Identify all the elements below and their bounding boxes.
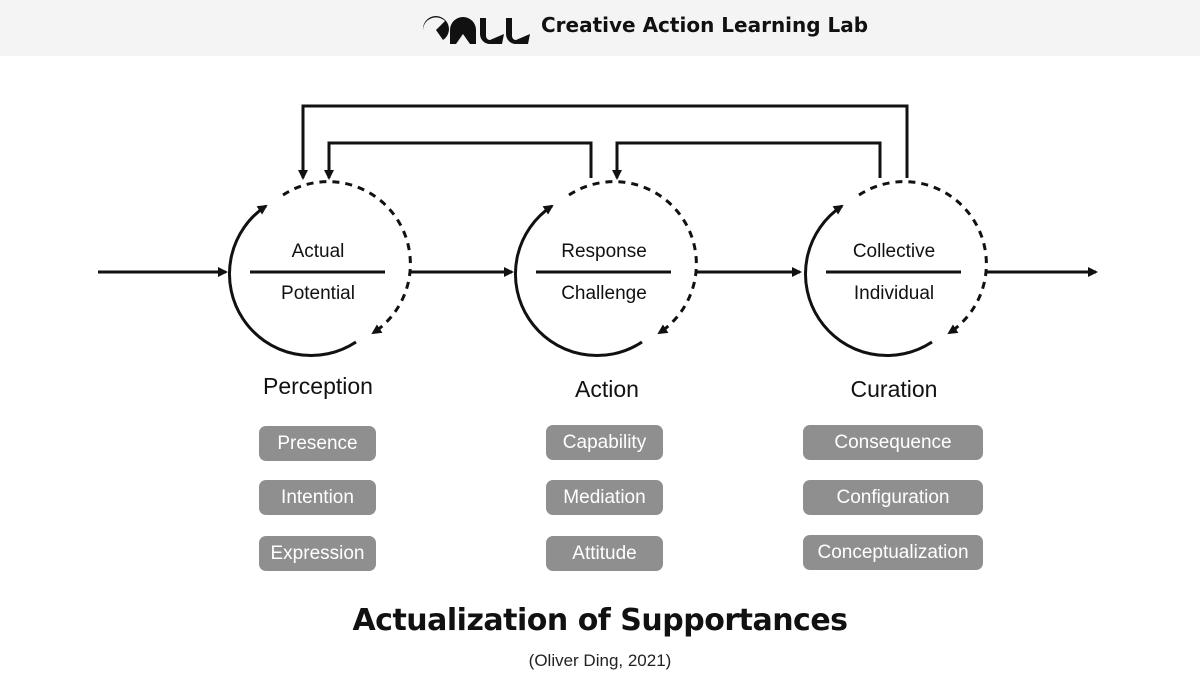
- stage-title-curation: Curation: [850, 376, 938, 402]
- diagram-citation: (Oliver Ding, 2021): [528, 651, 672, 670]
- stage-title-action: Action: [575, 376, 639, 402]
- feedback-loop-curation-to-perception: [298, 104, 909, 180]
- pill-presence: Presence: [259, 426, 376, 461]
- call-logo-icon: [422, 16, 530, 44]
- pill-intention: Intention: [259, 480, 376, 515]
- action-cycle: [513, 180, 698, 357]
- action-bottom-label: Challenge: [561, 283, 647, 304]
- curation-bottom-label: Individual: [853, 283, 935, 304]
- perception-top-label: Actual: [291, 241, 345, 262]
- pill-attitude: Attitude: [546, 536, 663, 571]
- perception-cycle: [227, 180, 412, 357]
- perception-bottom-label: Potential: [281, 283, 355, 304]
- header-bar: [0, 0, 1200, 56]
- curation-top-label: Collective: [852, 241, 936, 262]
- feedback-loop-curation-to-action: [612, 141, 882, 180]
- pill-conceptualization: Conceptualization: [803, 535, 983, 570]
- pill-mediation: Mediation: [546, 480, 663, 515]
- lab-name: Creative Action Learning Lab: [541, 13, 869, 37]
- action-top-label: Response: [561, 241, 647, 262]
- pill-expression: Expression: [259, 536, 376, 571]
- pill-configuration: Configuration: [803, 480, 983, 515]
- stage-title-perception: Perception: [263, 373, 373, 399]
- curation-cycle: [803, 180, 988, 357]
- pill-capability: Capability: [546, 425, 663, 460]
- pill-consequence: Consequence: [803, 425, 983, 460]
- feedback-loop-action-to-perception: [324, 141, 593, 180]
- diagram-title: Actualization of Supportances: [352, 603, 848, 638]
